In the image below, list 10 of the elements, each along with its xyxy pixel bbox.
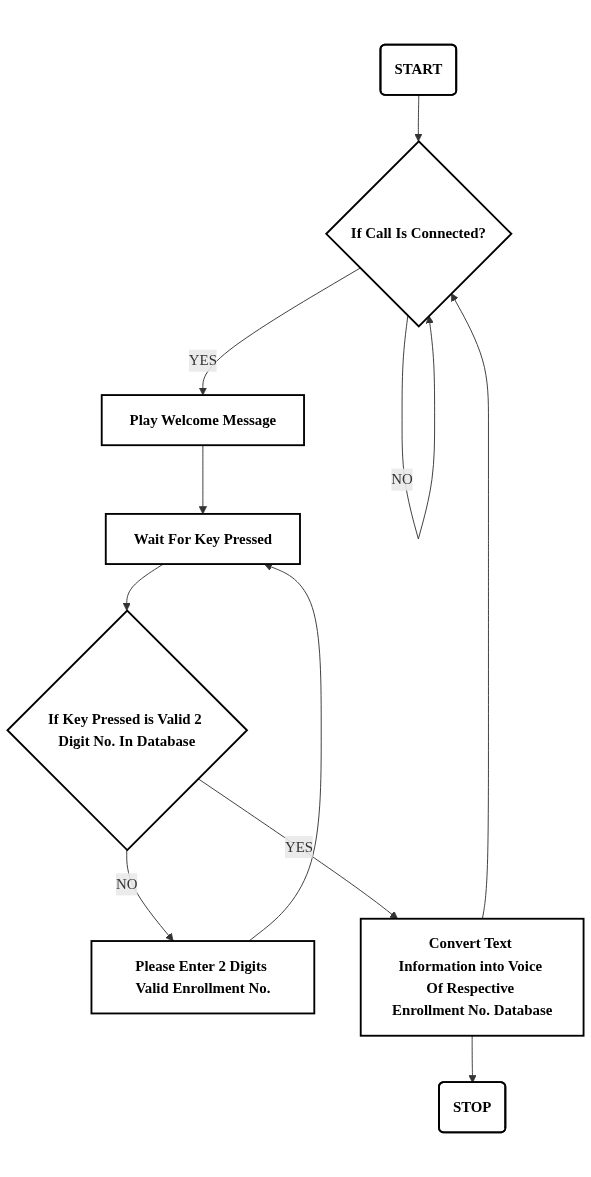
edge-label: YES xyxy=(284,838,314,855)
edge-label: NO xyxy=(391,471,413,487)
node-box: Wait For Key Pressed xyxy=(104,513,301,565)
edge-label: YES xyxy=(188,352,217,369)
node-diamond: If Call Is Connected? xyxy=(324,139,513,328)
edge-label: NO xyxy=(116,876,138,892)
node-diamond: If Key Pressed is Valid 2 Digit No. In Database xyxy=(6,609,249,852)
node-box: Convert Text Information into Voice Of Respective Enrollment No. Database xyxy=(359,917,585,1037)
node-box: Please Enter 2 Digits Valid Enrollment No. xyxy=(90,940,316,1015)
node-box: Play Welcome Message xyxy=(100,394,305,447)
